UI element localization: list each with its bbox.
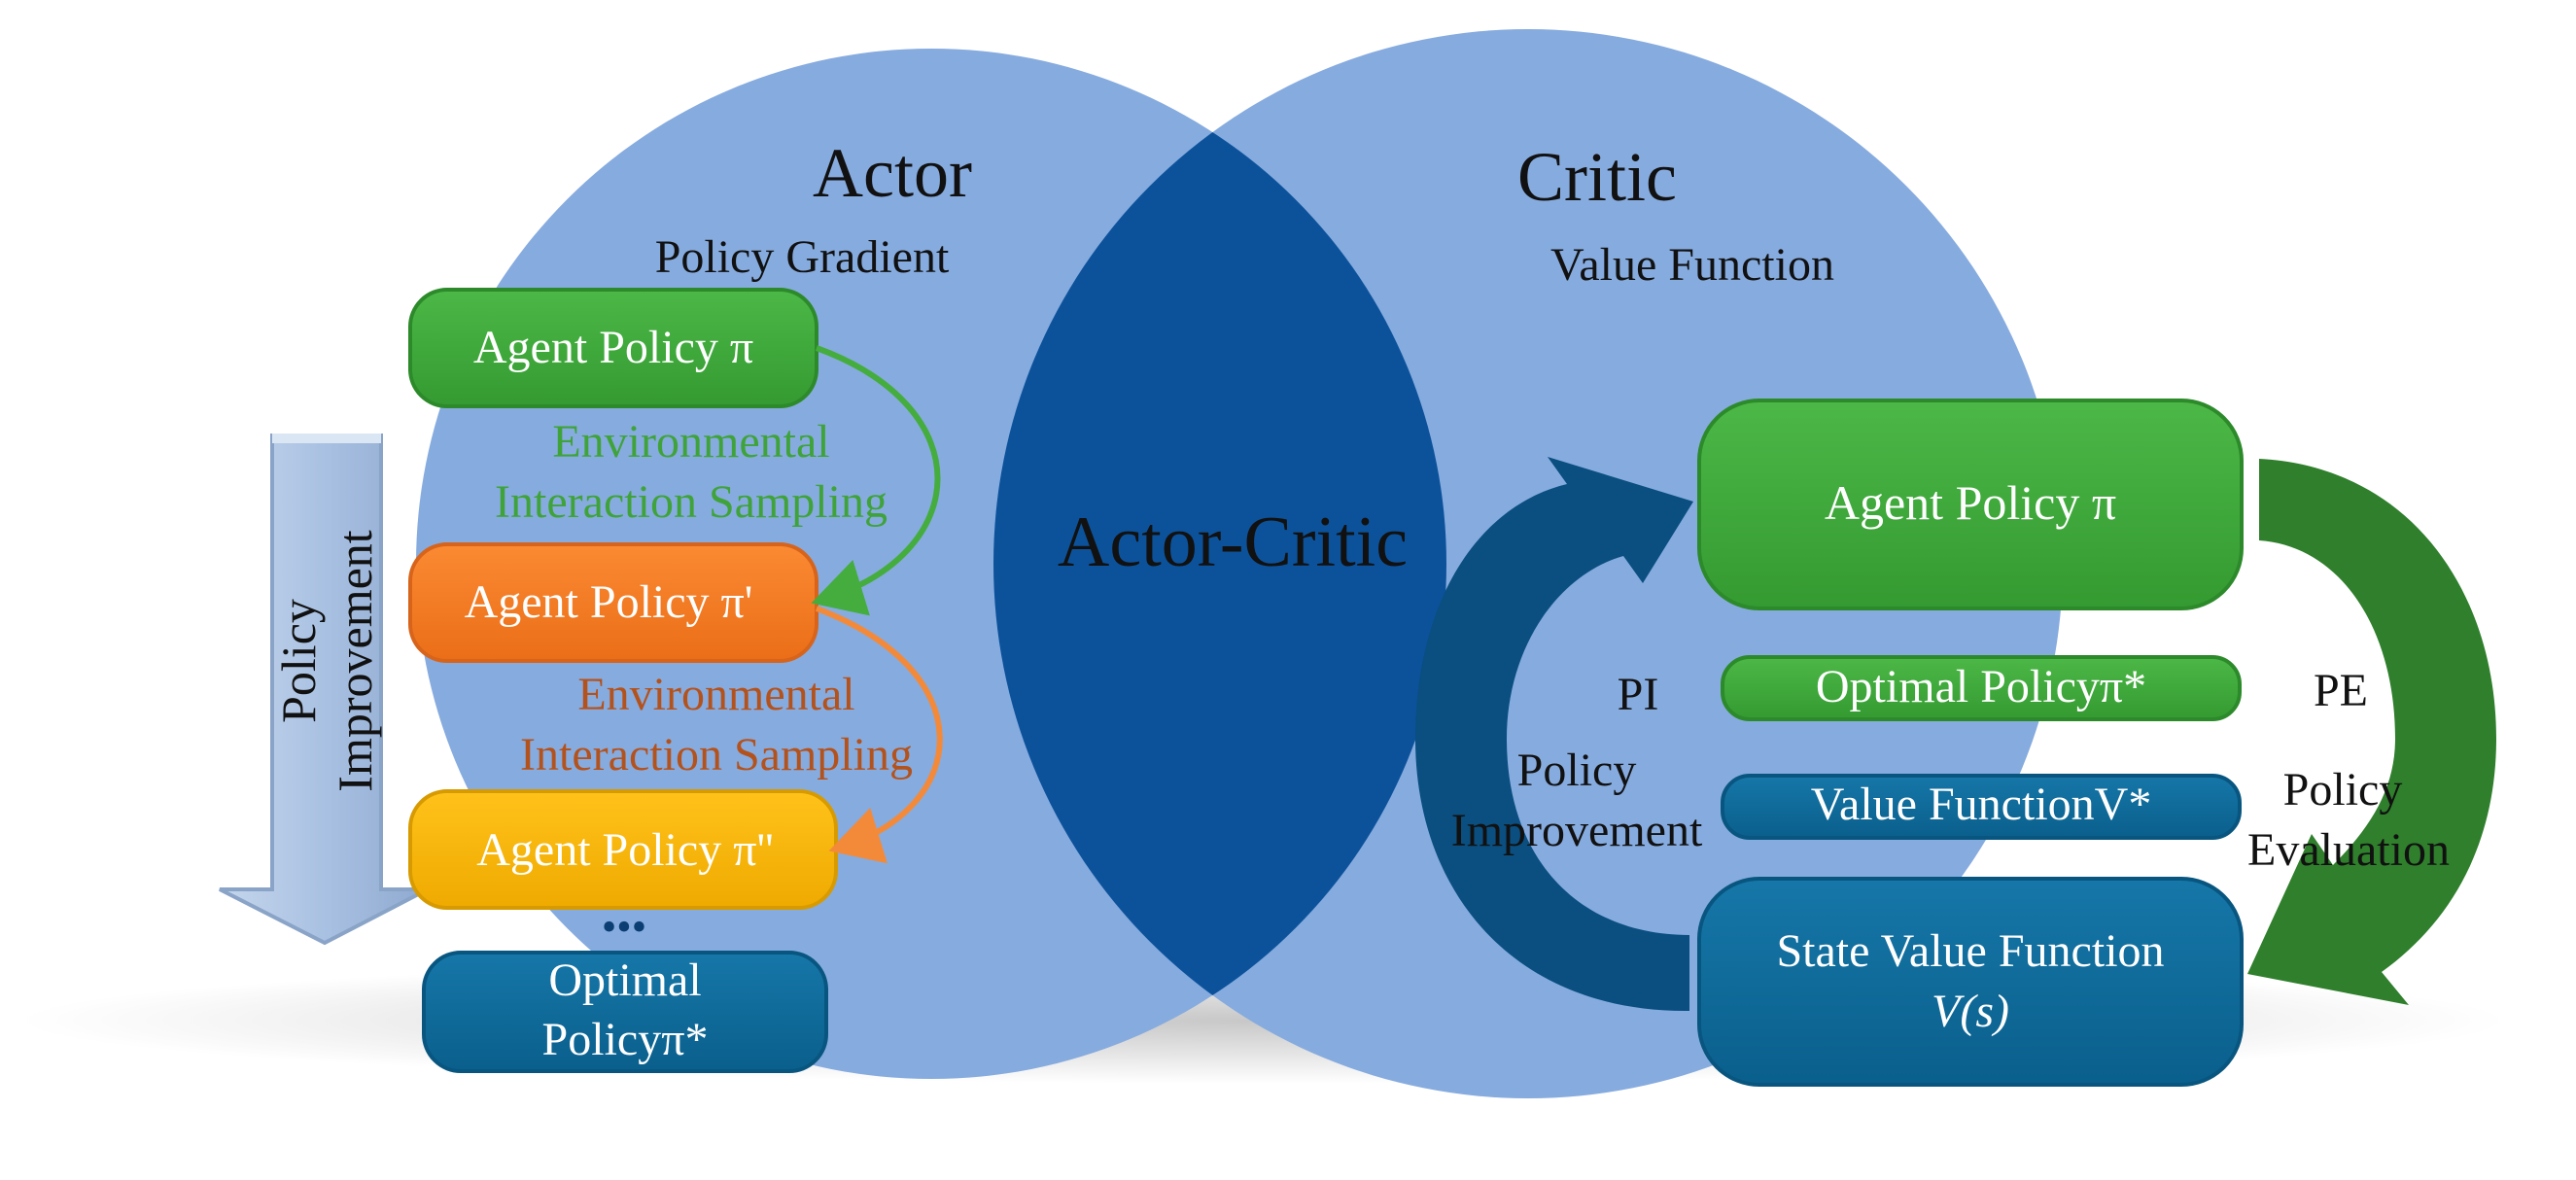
pi-label-line1: Policy (1517, 745, 1637, 796)
critic-state-value-line2: V(s) (1932, 986, 2009, 1037)
pe-label: PE (2314, 665, 2368, 716)
actor-agent-policy-prime-text: Agent Policy π' (465, 576, 753, 628)
critic-optimal-policy-text: Optimal Policyπ* (1816, 661, 2146, 712)
pe-label-line2: Evaluation (2247, 824, 2450, 876)
actor-agent-policy-prime-box: Agent Policy π' (408, 542, 818, 663)
ellipsis: ••• (602, 903, 646, 951)
actor-title: Actor (813, 134, 972, 212)
orange-sampling-arrow (815, 606, 943, 864)
policy-improvement-down-arrow (219, 434, 429, 946)
critic-state-value-box: State Value Function V(s) (1697, 877, 2244, 1087)
pe-cycle-arrow (2247, 459, 2496, 1005)
critic-agent-policy-box: Agent Policy π (1697, 399, 2244, 610)
critic-value-function-box: Value FunctionV* (1721, 774, 2242, 840)
actor-subtitle: Policy Gradient (655, 231, 950, 283)
pe-label-line1: Policy (2283, 764, 2403, 816)
critic-agent-policy-text: Agent Policy π (1825, 475, 2116, 530)
actor-critic-label: Actor-Critic (1058, 503, 1408, 582)
green-sampling-arrow (811, 345, 941, 616)
policy-improvement-label-line2: Improvement (328, 530, 382, 791)
actor-agent-policy-double-prime-text: Agent Policy π'' (476, 824, 774, 876)
actor-agent-policy-text: Agent Policy π (473, 322, 753, 373)
critic-state-value-line1: State Value Function (1776, 925, 2164, 977)
sampling-1-line2: Interaction Sampling (495, 476, 888, 528)
pi-label: PI (1618, 669, 1659, 720)
critic-subtitle: Value Function (1550, 239, 1834, 291)
critic-value-function-text: Value FunctionV* (1811, 779, 2152, 830)
critic-title: Critic (1517, 138, 1677, 216)
actor-critic-overlap (993, 49, 1446, 1079)
actor-optimal-policy-box: Optimal Policyπ* (422, 951, 828, 1073)
critic-optimal-policy-box: Optimal Policyπ* (1721, 655, 2242, 721)
sampling-1-line1: Environmental (552, 416, 829, 468)
actor-agent-policy-double-prime-box: Agent Policy π'' (408, 789, 838, 910)
pi-label-line2: Improvement (1451, 805, 1703, 856)
actor-optimal-line1: Optimal (548, 954, 701, 1006)
sampling-2-line2: Interaction Sampling (520, 729, 913, 781)
policy-improvement-label-line1: Policy (271, 599, 326, 723)
actor-agent-policy-box: Agent Policy π (408, 288, 818, 408)
sampling-2-line1: Environmental (577, 669, 854, 720)
pi-cycle-arrow (1415, 457, 1693, 1012)
actor-optimal-line2: Policyπ* (542, 1014, 709, 1065)
